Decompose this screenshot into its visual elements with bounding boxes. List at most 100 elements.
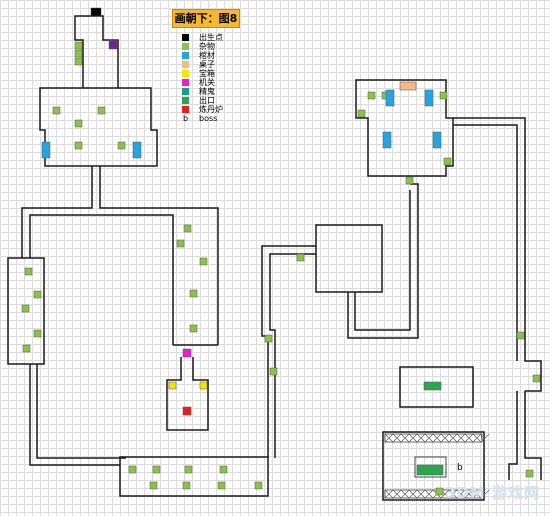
hatch-line xyxy=(424,489,434,499)
wall-left-down-2 xyxy=(36,364,126,459)
hatch-line xyxy=(448,433,458,443)
hatch-line xyxy=(456,433,466,443)
marker-debris xyxy=(33,329,42,338)
marker-chest xyxy=(199,381,208,390)
hatch-line xyxy=(384,433,394,443)
marker-debris xyxy=(199,257,208,266)
marker-debris xyxy=(189,289,198,298)
legend-swatch xyxy=(182,70,189,77)
legend-swatch xyxy=(182,106,189,113)
marker-debris xyxy=(149,481,158,490)
marker-debris xyxy=(189,324,198,333)
wall-top-room xyxy=(39,87,158,167)
marker-debris xyxy=(217,481,226,490)
marker-debris xyxy=(22,344,31,353)
marker-coffin xyxy=(382,131,392,149)
hatch-line xyxy=(472,489,482,499)
legend-item: 精鬼 xyxy=(182,87,223,96)
wall-chest-room xyxy=(166,357,209,431)
wall-right-low xyxy=(524,391,542,480)
wall-right-low-2 xyxy=(508,391,518,480)
legend-label: 精鬼 xyxy=(199,87,215,96)
hatch-line xyxy=(408,489,418,499)
marker-trap xyxy=(182,348,192,358)
marker-debris xyxy=(182,481,191,490)
marker-coffin xyxy=(385,89,395,107)
marker-debris xyxy=(357,109,366,118)
legend-swatch xyxy=(182,52,189,59)
hatch-line xyxy=(448,489,458,499)
legend-swatch xyxy=(182,79,189,86)
marker-debris xyxy=(296,253,305,262)
hatch-line xyxy=(464,489,474,499)
wall-mid-link-2 xyxy=(354,190,411,331)
marker-coffin xyxy=(424,89,434,107)
legend-item: 杂物 xyxy=(182,42,223,51)
marker-debris xyxy=(443,157,452,166)
map-title: 画朝下：图8 xyxy=(172,9,240,28)
marker-coffin xyxy=(432,131,442,149)
marker-debris xyxy=(33,290,42,299)
marker-debris xyxy=(439,91,448,100)
marker-debris xyxy=(367,91,376,100)
wall-mid-link xyxy=(347,183,419,339)
legend-swatch xyxy=(182,88,189,95)
marker-debris xyxy=(74,41,83,50)
marker-debris xyxy=(254,481,263,490)
hatch-line xyxy=(472,433,482,443)
wall-exit-room xyxy=(399,366,474,408)
wall-bottom-up-2 xyxy=(269,253,316,458)
marker-debris xyxy=(128,465,137,474)
wall-link-down-2 xyxy=(99,166,219,345)
legend-label: 出生点 xyxy=(199,33,223,42)
marker-debris xyxy=(74,49,83,58)
legend-item: 出生点 xyxy=(182,33,223,42)
marker-debris xyxy=(52,106,61,115)
watermark: 3DM 游戏网 xyxy=(445,484,541,502)
legend-label: 机关 xyxy=(199,78,215,87)
marker-debris xyxy=(74,119,83,128)
legend-item: 炼丹炉 xyxy=(182,105,223,114)
legend-swatch xyxy=(182,61,189,68)
wall-left-room xyxy=(7,257,45,365)
marker-debris xyxy=(184,465,193,474)
hatch-line xyxy=(480,433,490,443)
wall-inner-1 xyxy=(29,214,174,345)
legend-label: boss xyxy=(199,114,218,123)
hatch-line xyxy=(400,489,410,499)
legend-label: 杂物 xyxy=(199,42,215,51)
wall-tr-right xyxy=(453,117,542,392)
legend-label: 桌子 xyxy=(199,60,215,69)
hatch-line xyxy=(392,489,402,499)
boss-inner xyxy=(414,456,447,478)
hatch-line xyxy=(416,433,426,443)
hatch-line xyxy=(456,489,466,499)
marker-furnace xyxy=(182,406,192,416)
marker-chest xyxy=(168,381,177,390)
wall-link-down xyxy=(21,166,93,258)
boss-hatch-bottom xyxy=(384,489,483,499)
hatch-line xyxy=(424,433,434,443)
marker-debris xyxy=(219,465,228,474)
legend-item: 出口 xyxy=(182,96,223,105)
marker-coffin xyxy=(132,141,142,159)
marker-debris xyxy=(176,239,185,248)
wall-mid-room xyxy=(315,224,383,293)
hatch-line xyxy=(400,433,410,443)
wall-left-down xyxy=(29,364,120,466)
marker-debris xyxy=(525,469,534,478)
marker-table xyxy=(399,81,417,91)
hatch-line xyxy=(408,433,418,443)
marker-debris xyxy=(269,367,278,376)
legend-label: 炼丹炉 xyxy=(199,105,223,114)
marker-ghost xyxy=(108,39,118,50)
marker-debris xyxy=(21,304,30,313)
legend-item: 棺材 xyxy=(182,51,223,60)
marker-debris xyxy=(435,487,444,496)
marker-debris xyxy=(74,57,83,66)
legend-item: 宝箱 xyxy=(182,69,223,78)
legend-item: 机关 xyxy=(182,78,223,87)
marker-exit xyxy=(423,381,442,391)
